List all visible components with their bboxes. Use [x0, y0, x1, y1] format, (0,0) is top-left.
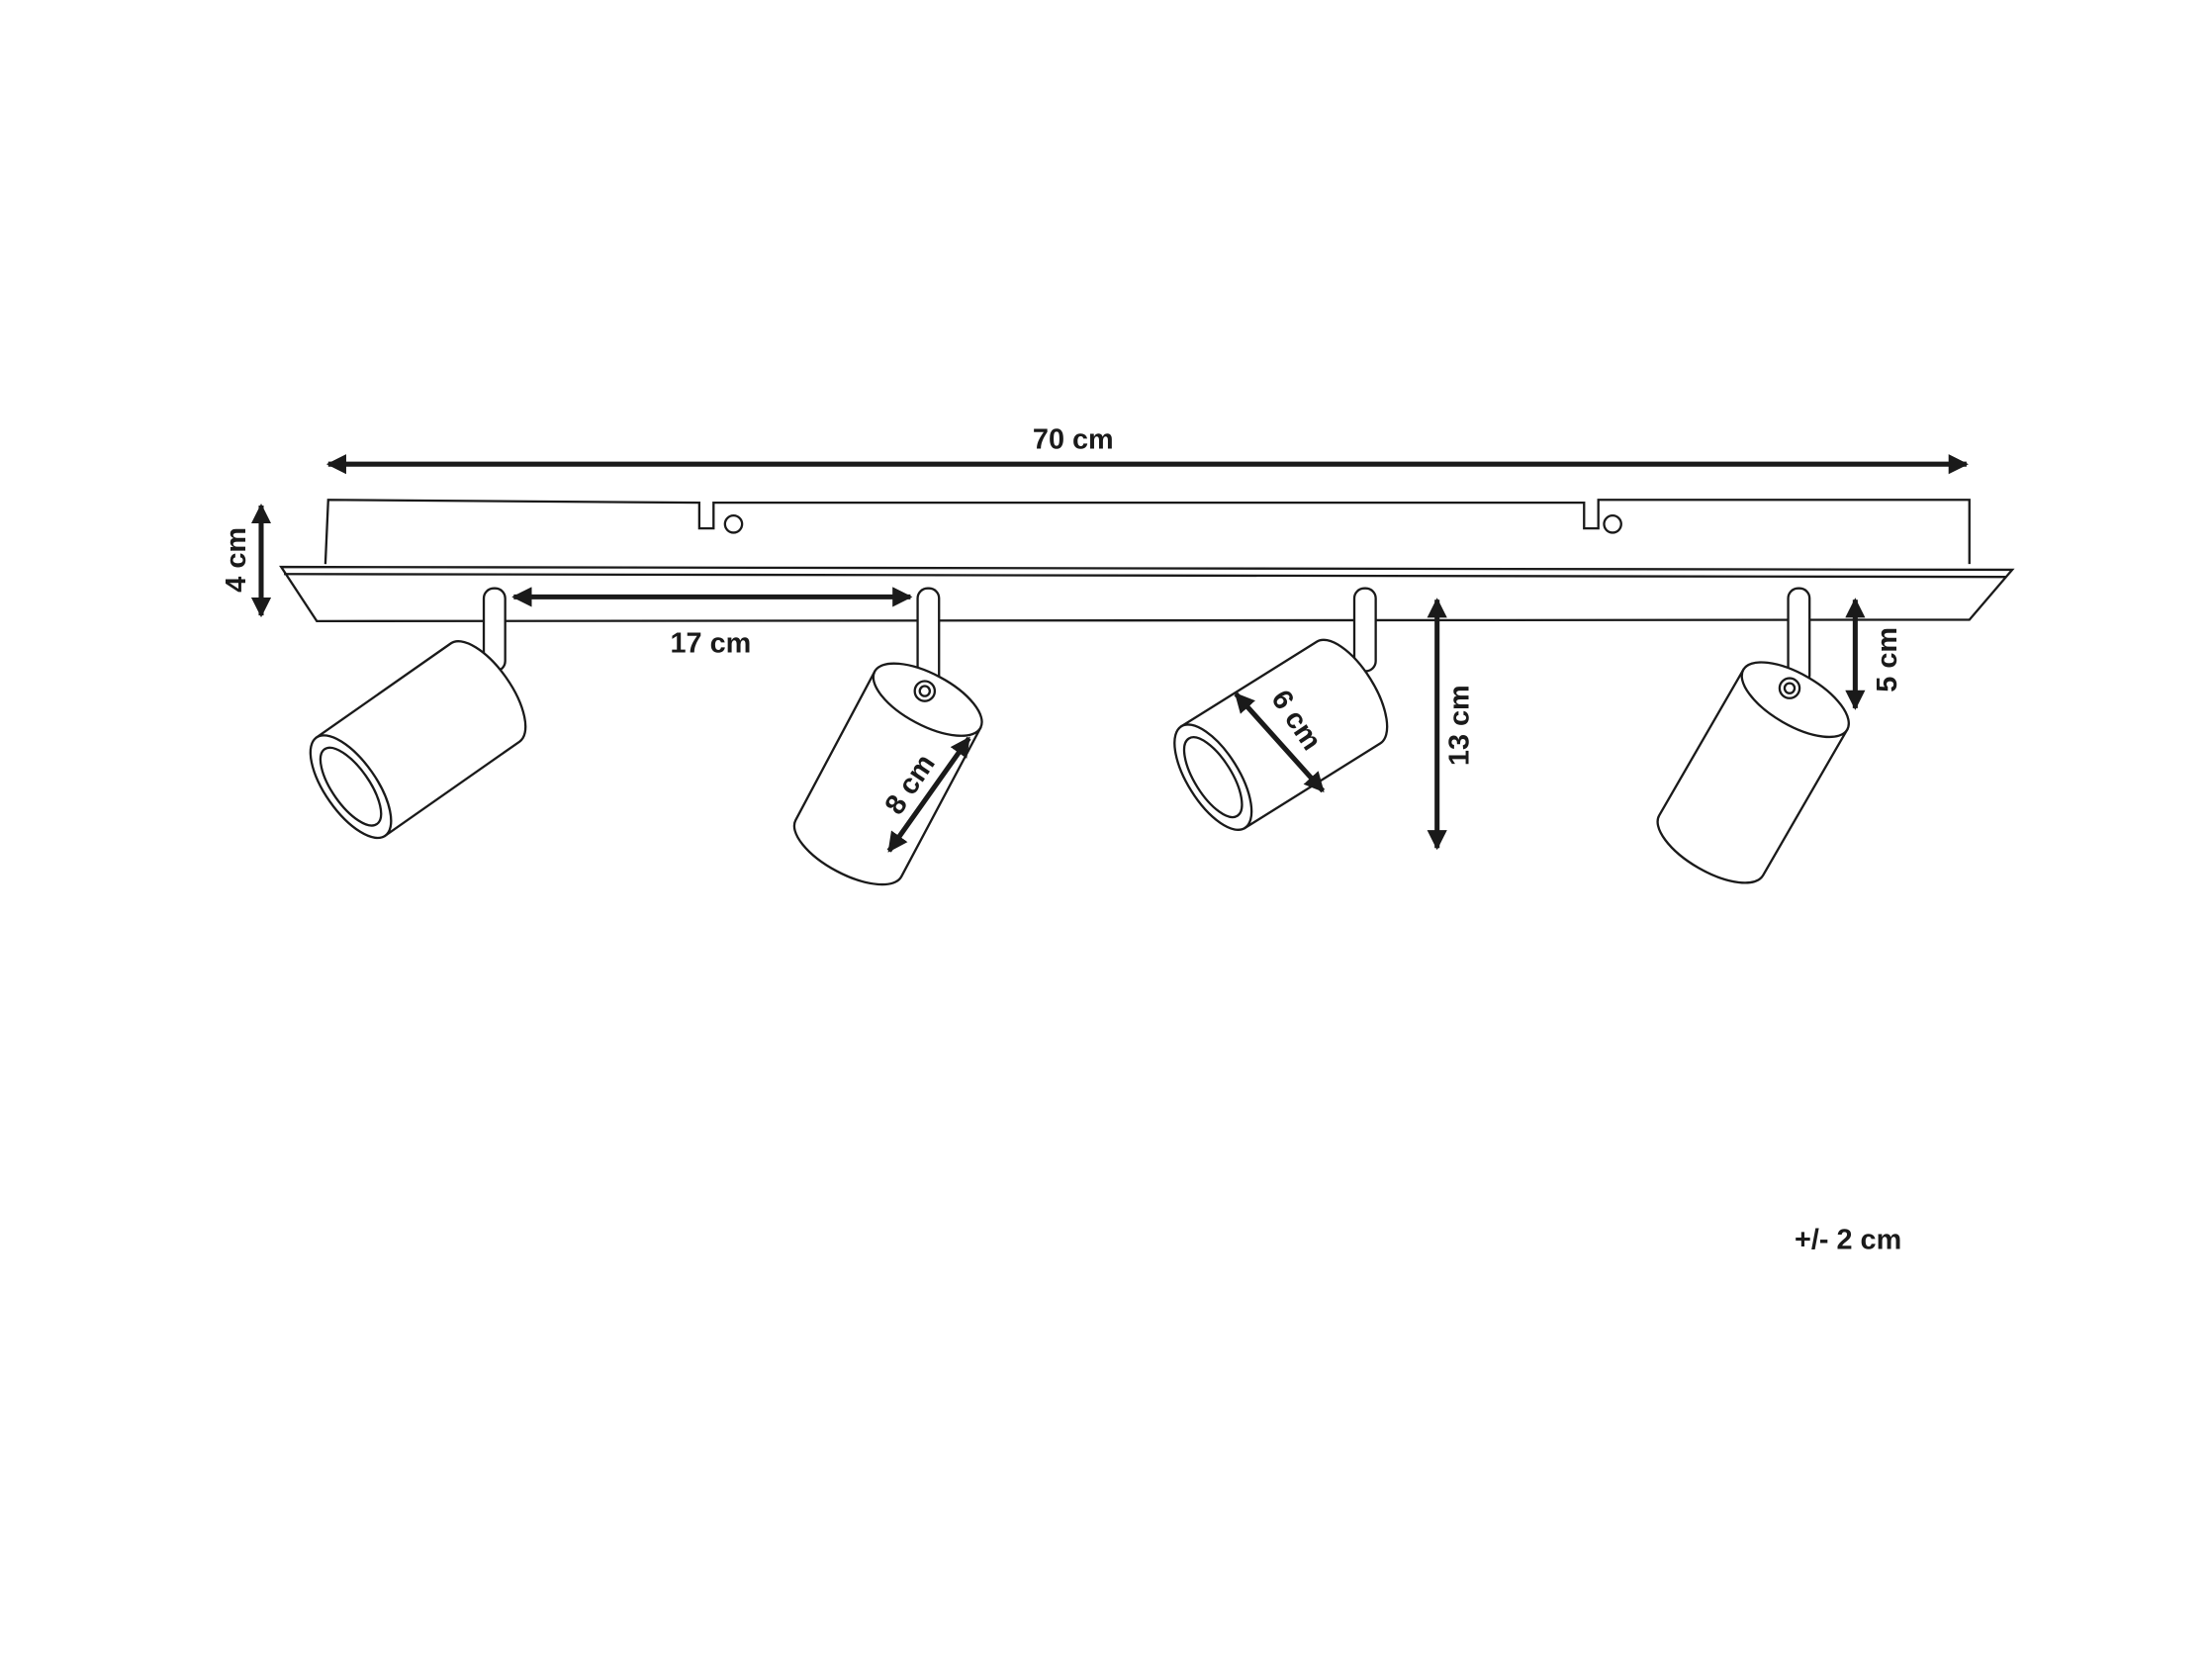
screw-icon — [1603, 513, 1622, 534]
height-label: 13 cm — [1443, 685, 1475, 766]
length-label: 70 cm — [1033, 423, 1114, 455]
spot-length-arrow — [886, 736, 971, 853]
spotlight-1 — [309, 640, 527, 840]
ceiling-plate — [279, 565, 2015, 623]
box-height-label: 4 cm — [221, 527, 252, 593]
tolerance-label: +/- 2 cm — [1795, 1225, 1901, 1256]
spacing-label: 17 cm — [671, 628, 752, 660]
pivot-icon — [918, 685, 931, 697]
spotlight-2 — [792, 662, 983, 886]
stem-label: 5 cm — [1872, 627, 1903, 692]
spot-stems — [482, 587, 1811, 687]
pivot-icon — [1783, 682, 1797, 694]
spotlight-4 — [1656, 661, 1850, 884]
mounting-box — [323, 499, 1971, 565]
screw-icon — [723, 513, 744, 534]
diameter-arrow — [1234, 691, 1326, 793]
